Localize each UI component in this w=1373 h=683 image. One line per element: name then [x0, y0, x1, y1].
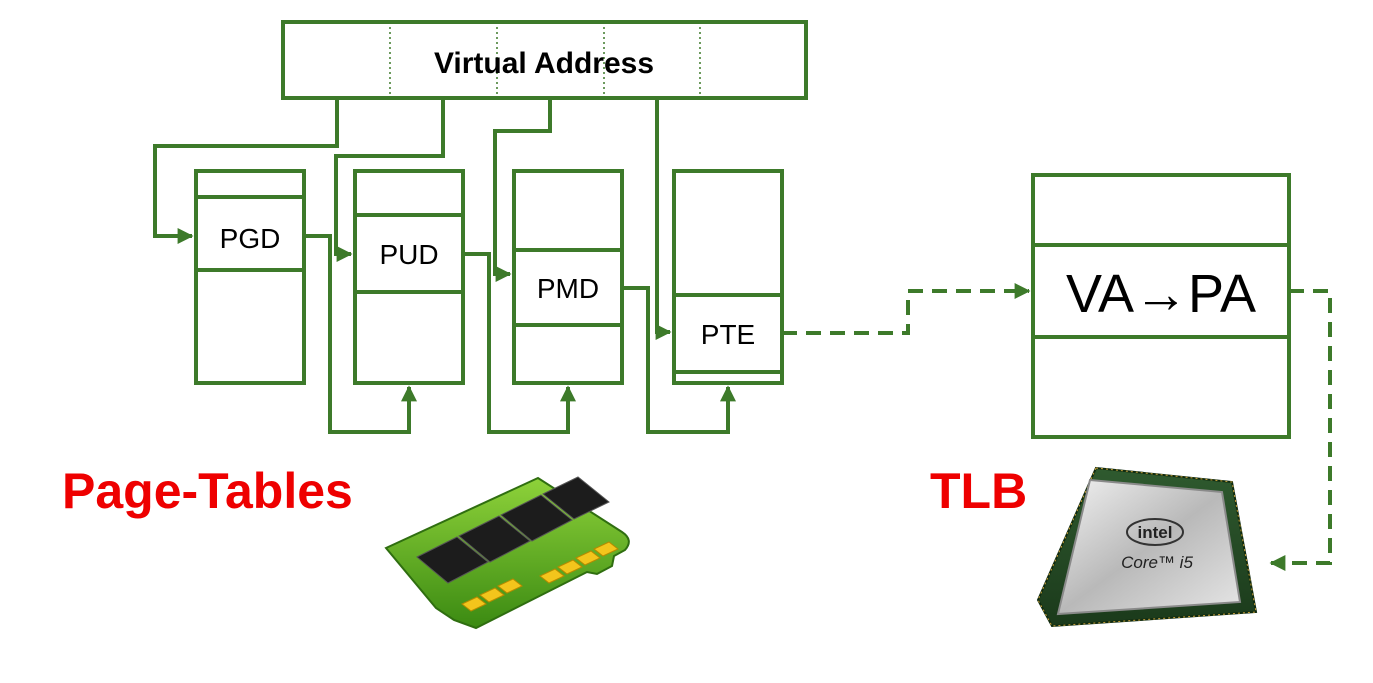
pte-table	[672, 169, 784, 385]
pte-label: PTE	[701, 319, 755, 350]
tlb-table	[1031, 173, 1291, 439]
pmd-label: PMD	[537, 273, 599, 304]
virtual-address-label: Virtual Address	[434, 47, 654, 80]
pgd-table	[194, 169, 306, 385]
pmd-index-arrow	[493, 98, 552, 282]
cpu-model-label: Core™ i5	[1121, 553, 1193, 572]
pud-to-pmd-arrow	[463, 252, 576, 434]
tlb-to-cpu-arrow	[1269, 289, 1332, 571]
tlb-title: TLB	[930, 463, 1027, 519]
pmd-to-pte-arrow	[622, 286, 736, 434]
pud-label: PUD	[379, 239, 438, 270]
pte-to-tlb-arrow	[782, 283, 1031, 335]
pgd-index-arrow	[153, 98, 339, 244]
pgd-label: PGD	[220, 223, 281, 254]
tlb-entry-label: VA→PA	[1066, 264, 1256, 324]
virtual-address-box	[281, 20, 808, 100]
memory-module-icon	[384, 476, 630, 630]
pte-index-arrow	[655, 98, 672, 340]
pmd-table	[512, 169, 624, 385]
page-tables-title: Page-Tables	[62, 463, 353, 519]
cpu-brand-label: intel	[1138, 523, 1173, 542]
pud-table	[353, 169, 465, 385]
pgd-to-pud-arrow	[304, 234, 417, 434]
pud-index-arrow	[334, 98, 445, 262]
intel-cpu-icon: intel Core™ i5	[1036, 466, 1258, 628]
